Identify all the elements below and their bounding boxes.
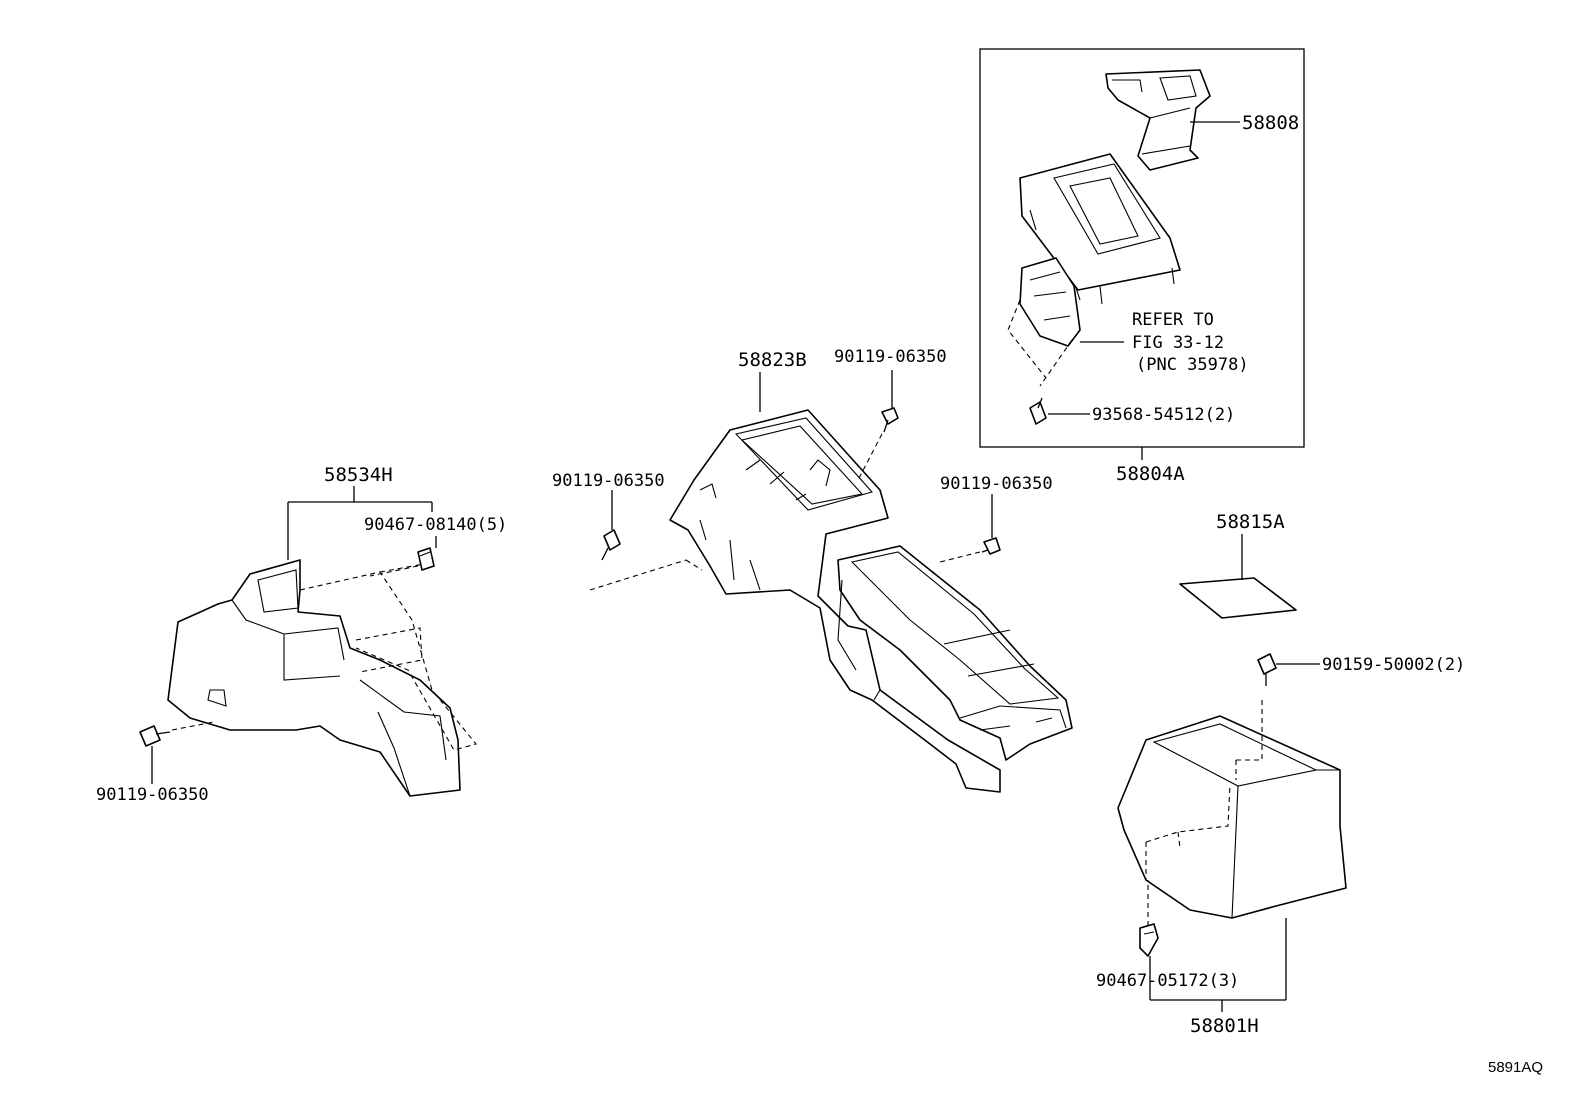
clip-90467-05172-shape (1139, 923, 1159, 957)
shift-lever-shape (1019, 257, 1081, 347)
part-label-90119-top: 90119-06350 (834, 347, 947, 367)
part-label-58804A: 58804A (1116, 463, 1185, 485)
bolt-90119-mid-left-shape (601, 529, 621, 561)
refer-fig-text: FIG 33-12 (1132, 333, 1224, 353)
refer-pnc-text: (PNC 35978) (1136, 355, 1249, 375)
part-58534H-leader (287, 486, 433, 560)
refer-to-text: REFER TO (1132, 310, 1214, 330)
bolt-90119-top-shape (881, 407, 899, 433)
diagram-code: 5891AQ (1488, 1059, 1543, 1076)
part-label-90159: 90159-50002(2) (1322, 655, 1465, 675)
center-console-58823B (669, 409, 1073, 793)
bolt-90119-mid-right-shape (981, 537, 1001, 555)
part-label-90467-08140: 90467-08140(5) (364, 515, 507, 535)
part-label-93568: 93568-54512(2) (1092, 405, 1235, 425)
part-label-58815A: 58815A (1216, 511, 1285, 533)
part-label-90119-mid-left: 90119-06350 (552, 471, 665, 491)
pad-58815A-shape (1179, 577, 1297, 619)
bolt-90119-bottom-left-shape (139, 725, 171, 747)
part-label-58534H: 58534H (324, 464, 393, 486)
lower-panel-58534H (167, 559, 461, 797)
part-label-90467-05172: 90467-05172(3) (1096, 971, 1239, 991)
part-58801H-leader (1149, 918, 1287, 1012)
bolt-93568-shape (1029, 397, 1047, 425)
part-58808-shape (1105, 69, 1211, 171)
part-label-58823B: 58823B (738, 349, 807, 371)
clip-90467-08140-shape (417, 547, 435, 571)
part-label-58801H: 58801H (1190, 1015, 1259, 1037)
console-box-58801H (1117, 715, 1347, 919)
shift-bezel-shape (1019, 153, 1181, 305)
part-label-58808: 58808 (1242, 112, 1299, 134)
shift-assembly-inset: 58808 REFER TO FIG 33-12 (PNC 35978) 935… (979, 48, 1305, 448)
part-label-90119-bottom-left: 90119-06350 (96, 785, 209, 805)
part-label-90119-mid-right: 90119-06350 (940, 474, 1053, 494)
screw-90159-shape (1257, 653, 1277, 686)
